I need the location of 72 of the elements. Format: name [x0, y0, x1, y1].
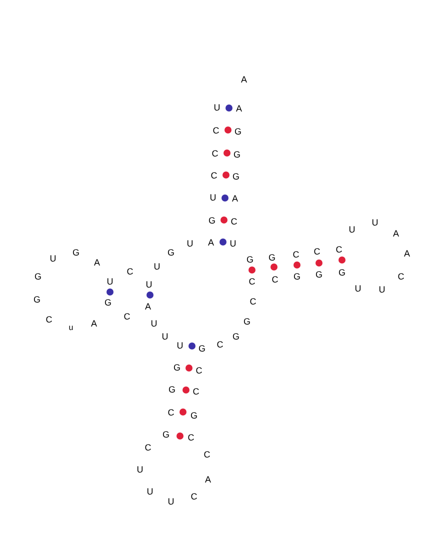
nucleotide-letter: C	[204, 450, 210, 460]
nucleotide-letter: G	[234, 128, 242, 136]
nucleotide-letter: C	[144, 444, 152, 452]
nucleotide-letter: A	[145, 302, 151, 312]
nucleotide-letter: U	[146, 488, 154, 496]
nucleotide-letter: C	[126, 268, 134, 276]
nucleotide-letter: U	[168, 498, 174, 506]
nucleotide-letter: C	[336, 246, 342, 254]
nucleotide-letter: G	[232, 172, 240, 182]
nucleotide-letter: G	[34, 296, 40, 304]
nucleotide-letter: U	[348, 226, 356, 234]
nucleotide-letter: G	[162, 430, 170, 440]
nucleotide-letter: C	[124, 312, 130, 322]
nucleotide-letter: A	[241, 76, 247, 84]
nucleotide-letter: G	[232, 332, 240, 342]
nucleotide-letter: G	[268, 254, 276, 262]
nucleotide-letter: U	[372, 218, 378, 228]
nucleotide-letter: A	[393, 230, 399, 238]
nucleotide-letter: G	[72, 248, 80, 258]
nucleotide-letter: A	[404, 250, 410, 258]
nucleotide-letter: U	[214, 104, 220, 112]
nucleotide-letter: G	[338, 268, 346, 278]
nucleotide-letter: G	[198, 344, 206, 354]
nucleotide-letter: U	[354, 284, 362, 294]
nucleotide-letter: U	[186, 240, 194, 248]
nucleotide-letter: U	[176, 342, 184, 350]
nucleotide-letter: C	[230, 218, 238, 226]
nucleotide-letter: U	[50, 254, 56, 264]
nucleotide-letter: U	[378, 286, 386, 294]
nucleotide-letter: A	[236, 104, 242, 114]
nucleotide-letter: C	[190, 492, 198, 502]
nucleotide-letter: C	[292, 250, 300, 260]
nucleotide-letter: G	[190, 412, 198, 420]
nucleotide-letter: G	[246, 256, 254, 264]
nucleotide-letter: C	[314, 248, 320, 256]
nucleotide-letter: C	[192, 388, 200, 396]
nucleotide-letter: C	[168, 408, 174, 418]
nucleotide-letter: C	[272, 276, 278, 284]
nucleotide-letter: U	[106, 278, 114, 286]
nucleotide-letter: G	[234, 150, 240, 160]
nucleotide-letter: U	[154, 262, 160, 272]
nucleotide-letter: A	[91, 320, 97, 328]
nucleotide-letter: C	[248, 278, 256, 286]
nucleotide-letter: C	[250, 298, 256, 306]
nucleotide-letter: u	[68, 324, 74, 332]
nucleotide-letter: C	[212, 150, 218, 158]
nucleotide-letter: C	[196, 366, 202, 376]
nucleotide-letter: A	[94, 258, 100, 268]
nucleotide-letter: C	[398, 272, 404, 282]
nucleotide-letter: U	[230, 240, 236, 248]
nucleotide-letter: C	[212, 126, 220, 136]
nucleotide-letter: U	[210, 194, 216, 202]
nucleotide-letter: A	[232, 194, 238, 204]
nucleotide-letter: G	[168, 386, 176, 394]
nucleotide-letter: U	[146, 280, 152, 290]
nucleotide-letter: G	[34, 272, 42, 282]
nucleotide-letter: C	[46, 316, 52, 324]
nucleotide-letter: G	[294, 272, 300, 282]
nucleotide-letter: C	[210, 172, 218, 180]
nucleotide-letter: C	[188, 434, 194, 442]
nucleotide-letter: U	[136, 466, 144, 474]
nucleotide-letter: A	[208, 238, 214, 248]
nucleotide-letter: U	[150, 320, 158, 328]
nucleotide-letter: G	[174, 364, 180, 372]
nucleotide-letter: G	[244, 318, 250, 326]
nucleotide-letter: A	[205, 476, 211, 484]
nucleotide-letter: C	[216, 340, 224, 350]
nucleotide-letter: G	[208, 216, 216, 226]
nucleotide-letter: G	[316, 270, 322, 280]
nucleotide-letter: G	[104, 298, 112, 308]
nucleotide-letter: G	[168, 248, 174, 258]
nucleotide-letter: U	[162, 332, 168, 342]
